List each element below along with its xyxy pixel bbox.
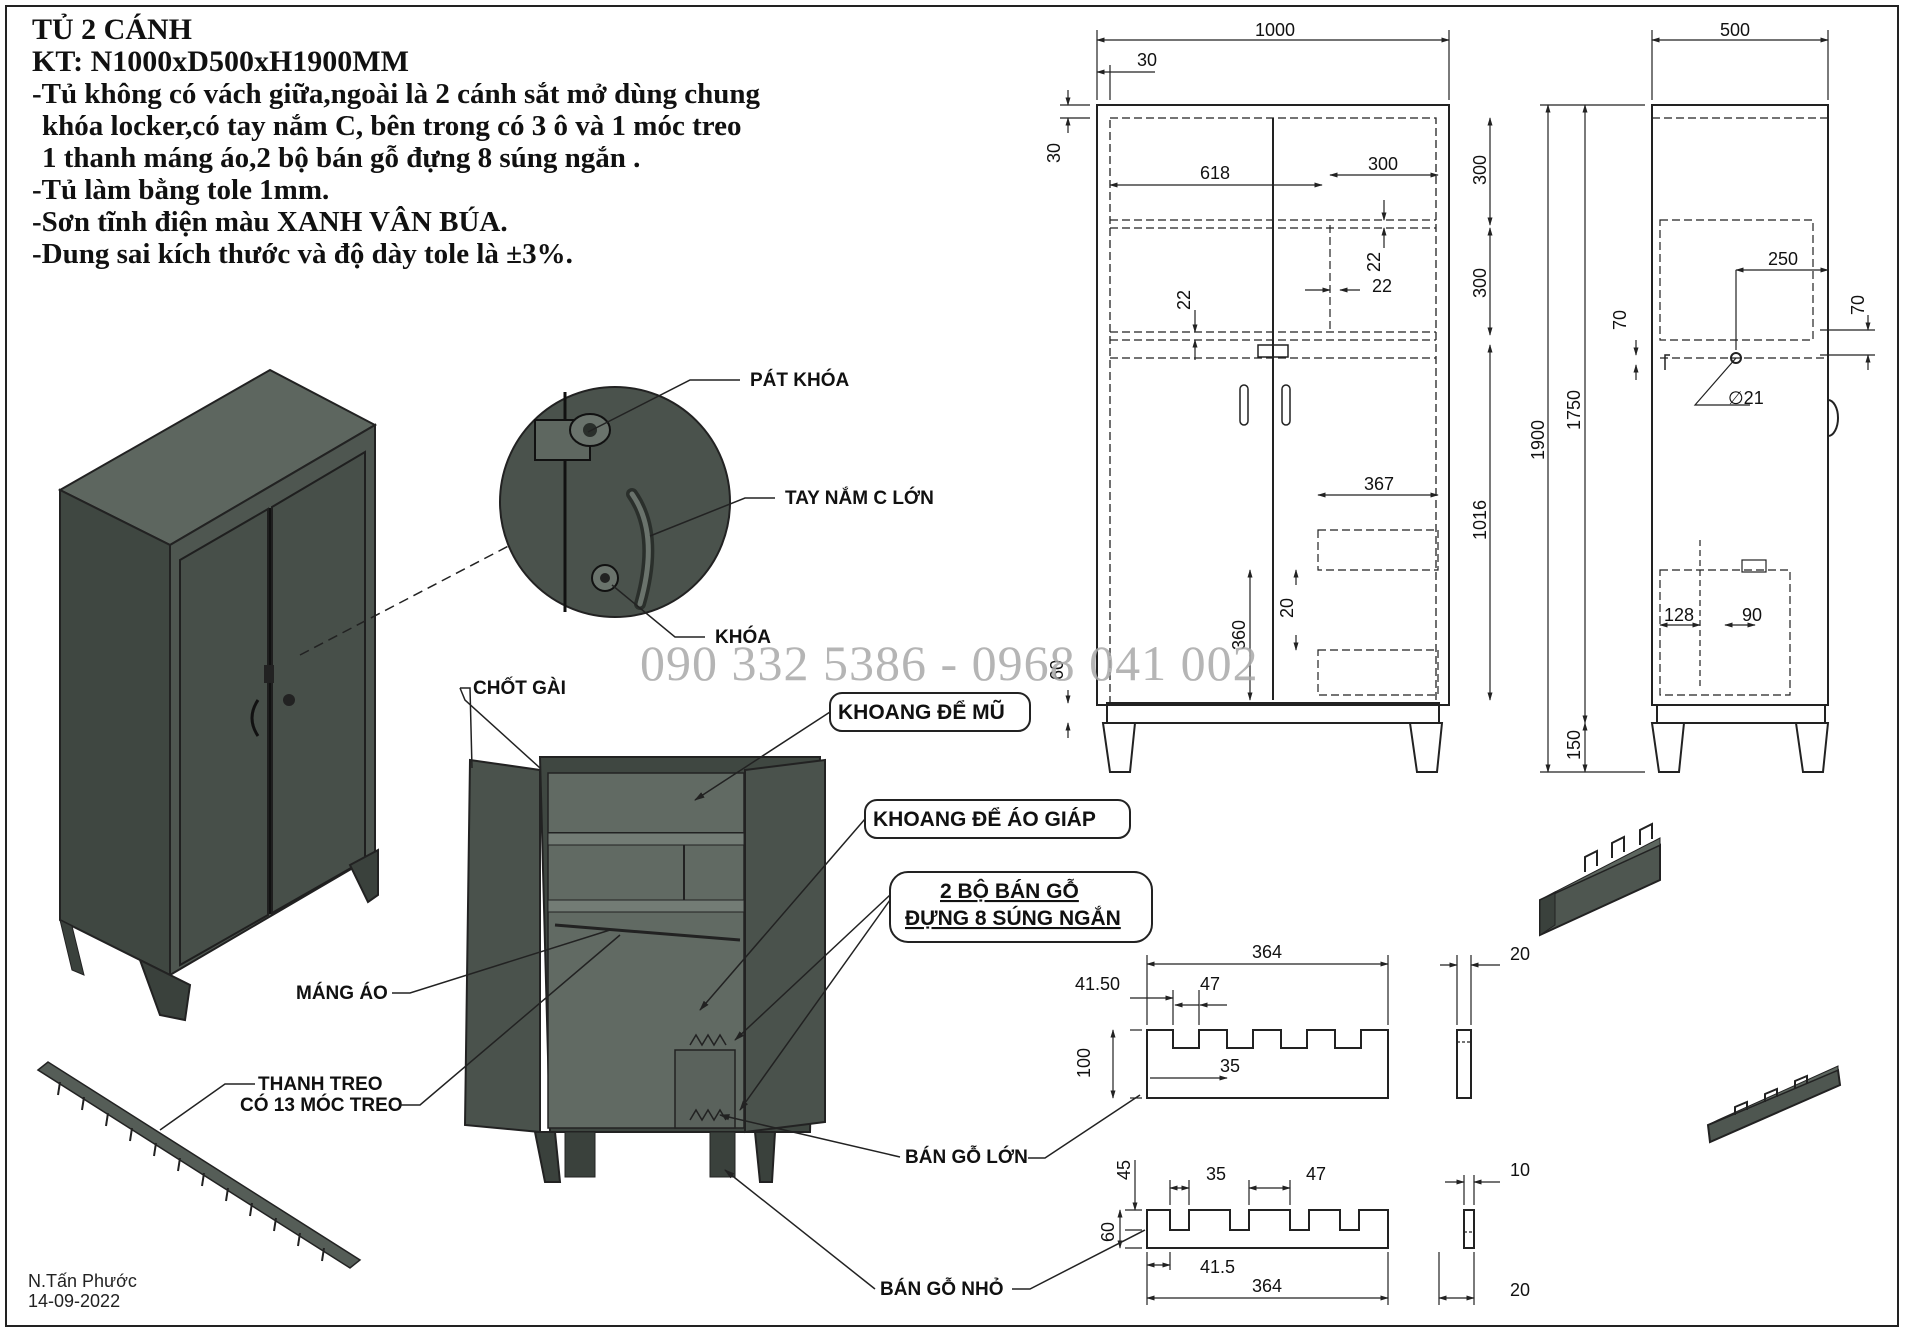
large-rack-drawing: [1146, 1029, 1472, 1099]
dim-47-large: 47: [1200, 974, 1220, 994]
dim-70-right: 70: [1848, 295, 1868, 315]
note-line: -Tủ làm bằng tole 1mm.: [32, 174, 330, 206]
open-cabinet-iso: [463, 756, 826, 1183]
dim-300-horiz: 300: [1368, 154, 1398, 174]
callout-tay-nam: TAY NẮM C LỚN: [785, 487, 934, 509]
dim-20-large: 20: [1510, 944, 1530, 964]
dim-128: 128: [1664, 605, 1694, 625]
dim-side-depth: 500: [1720, 20, 1750, 40]
callout-bubble-ban-go: [889, 871, 1153, 943]
dim-front-width: 1000: [1255, 20, 1295, 40]
front-view: [1096, 104, 1450, 773]
note-line: 1 thanh máng áo,2 bộ bán gỗ đựng 8 súng …: [42, 142, 641, 174]
callout-ban-go-1: 2 BỘ BÁN GỖ: [940, 879, 1079, 903]
front-dims: [1060, 30, 1493, 738]
dim-45: 45: [1114, 1160, 1134, 1180]
dim-150: 150: [1564, 730, 1584, 760]
small-rack-iso: [1706, 1065, 1842, 1144]
dim-90: 90: [1742, 605, 1762, 625]
dim-60: 60: [1047, 660, 1067, 680]
small-rack-drawing: [1146, 1209, 1475, 1249]
dim-47-small: 47: [1306, 1164, 1326, 1184]
dim-41-5: 41.5: [1200, 1257, 1235, 1277]
dim-30-side: 30: [1044, 143, 1064, 163]
dim-100: 100: [1074, 1048, 1094, 1078]
dim-35-small: 35: [1206, 1164, 1226, 1184]
dim-360: 360: [1229, 620, 1249, 650]
side-view: [1650, 104, 1839, 773]
callout-ban-go-nho: BÁN GỖ NHỎ: [880, 1278, 1004, 1300]
callout-pat-khoa: PÁT KHÓA: [750, 369, 850, 391]
author-block: N.Tấn Phước 14-09-2022: [28, 1271, 137, 1311]
dim-35-large: 35: [1220, 1056, 1240, 1076]
author-name: N.Tấn Phước: [28, 1271, 137, 1291]
dim-1750: 1750: [1564, 390, 1584, 430]
callout-khoa: KHÓA: [715, 626, 771, 648]
callout-mang-ao: MÁNG ÁO: [296, 982, 388, 1004]
dim-300a: 300: [1470, 155, 1490, 185]
dim-367: 367: [1364, 474, 1394, 494]
large-rack-dims: [1110, 955, 1500, 1099]
author-date: 14-09-2022: [28, 1291, 121, 1311]
dim-364-small: 364: [1252, 1276, 1282, 1296]
dim-70-left: 70: [1610, 310, 1630, 330]
callout-khoang-mu: KHOANG ĐỂ MŨ: [838, 700, 1005, 724]
dim-250: 250: [1768, 249, 1798, 269]
dim-60-small: 60: [1098, 1222, 1118, 1242]
note-line: khóa locker,có tay nắm C, bên trong có 3…: [42, 110, 742, 142]
note-line: -Sơn tĩnh điện màu XANH VÂN BÚA.: [32, 206, 508, 238]
dim-30-top: 30: [1137, 50, 1157, 70]
lock-detail-circle: [499, 386, 731, 618]
dim-phi21: ∅21: [1728, 388, 1764, 408]
dim-22-vert: 22: [1364, 252, 1384, 272]
dim-22-left: 22: [1174, 290, 1194, 310]
dim-618: 618: [1200, 163, 1230, 183]
callout-ban-go-2: ĐỰNG 8 SÚNG NGẮN: [905, 906, 1121, 930]
dim-364-large: 364: [1252, 942, 1282, 962]
title-name: TỦ 2 CÁNH: [32, 13, 193, 46]
dim-22-horiz: 22: [1372, 276, 1392, 296]
callout-ban-go-lon: BÁN GỖ LỚN: [905, 1146, 1028, 1168]
hanger-bar-iso: [36, 1061, 362, 1269]
small-rack-dims: [1117, 1160, 1500, 1305]
dim-10: 10: [1510, 1160, 1530, 1180]
dim-1016: 1016: [1470, 500, 1490, 540]
watermark-phone: 090 332 5386 - 0968 041 002: [640, 635, 1259, 691]
note-line: -Dung sai kích thước và độ dày tole là ±…: [32, 238, 573, 270]
callout-chot-gai: CHỐT GÀI: [473, 677, 566, 699]
closed-cabinet-iso: [57, 368, 379, 1022]
dim-41-50: 41.50: [1075, 974, 1120, 994]
callout-khoang-ao: KHOANG ĐỂ ÁO GIÁP: [873, 808, 1096, 831]
title-size: KT: N1000xD500xH1900MM: [32, 45, 409, 78]
callout-thanh-treo-2: CÓ 13 MÓC TREO: [240, 1094, 403, 1116]
large-rack-iso: [1539, 822, 1661, 937]
dim-20-small: 20: [1510, 1280, 1530, 1300]
dim-1900: 1900: [1528, 420, 1548, 460]
drawing-frame: [5, 5, 1899, 1327]
title-block: TỦ 2 CÁNH KT: N1000xD500xH1900MM -Tủ khô…: [32, 13, 932, 271]
note-line: -Tủ không có vách giữa,ngoài là 2 cánh s…: [32, 78, 761, 110]
side-dims: [1540, 30, 1875, 773]
dim-20: 20: [1277, 598, 1297, 618]
dim-300b: 300: [1470, 268, 1490, 298]
callout-thanh-treo-1: THANH TREO: [258, 1074, 383, 1095]
